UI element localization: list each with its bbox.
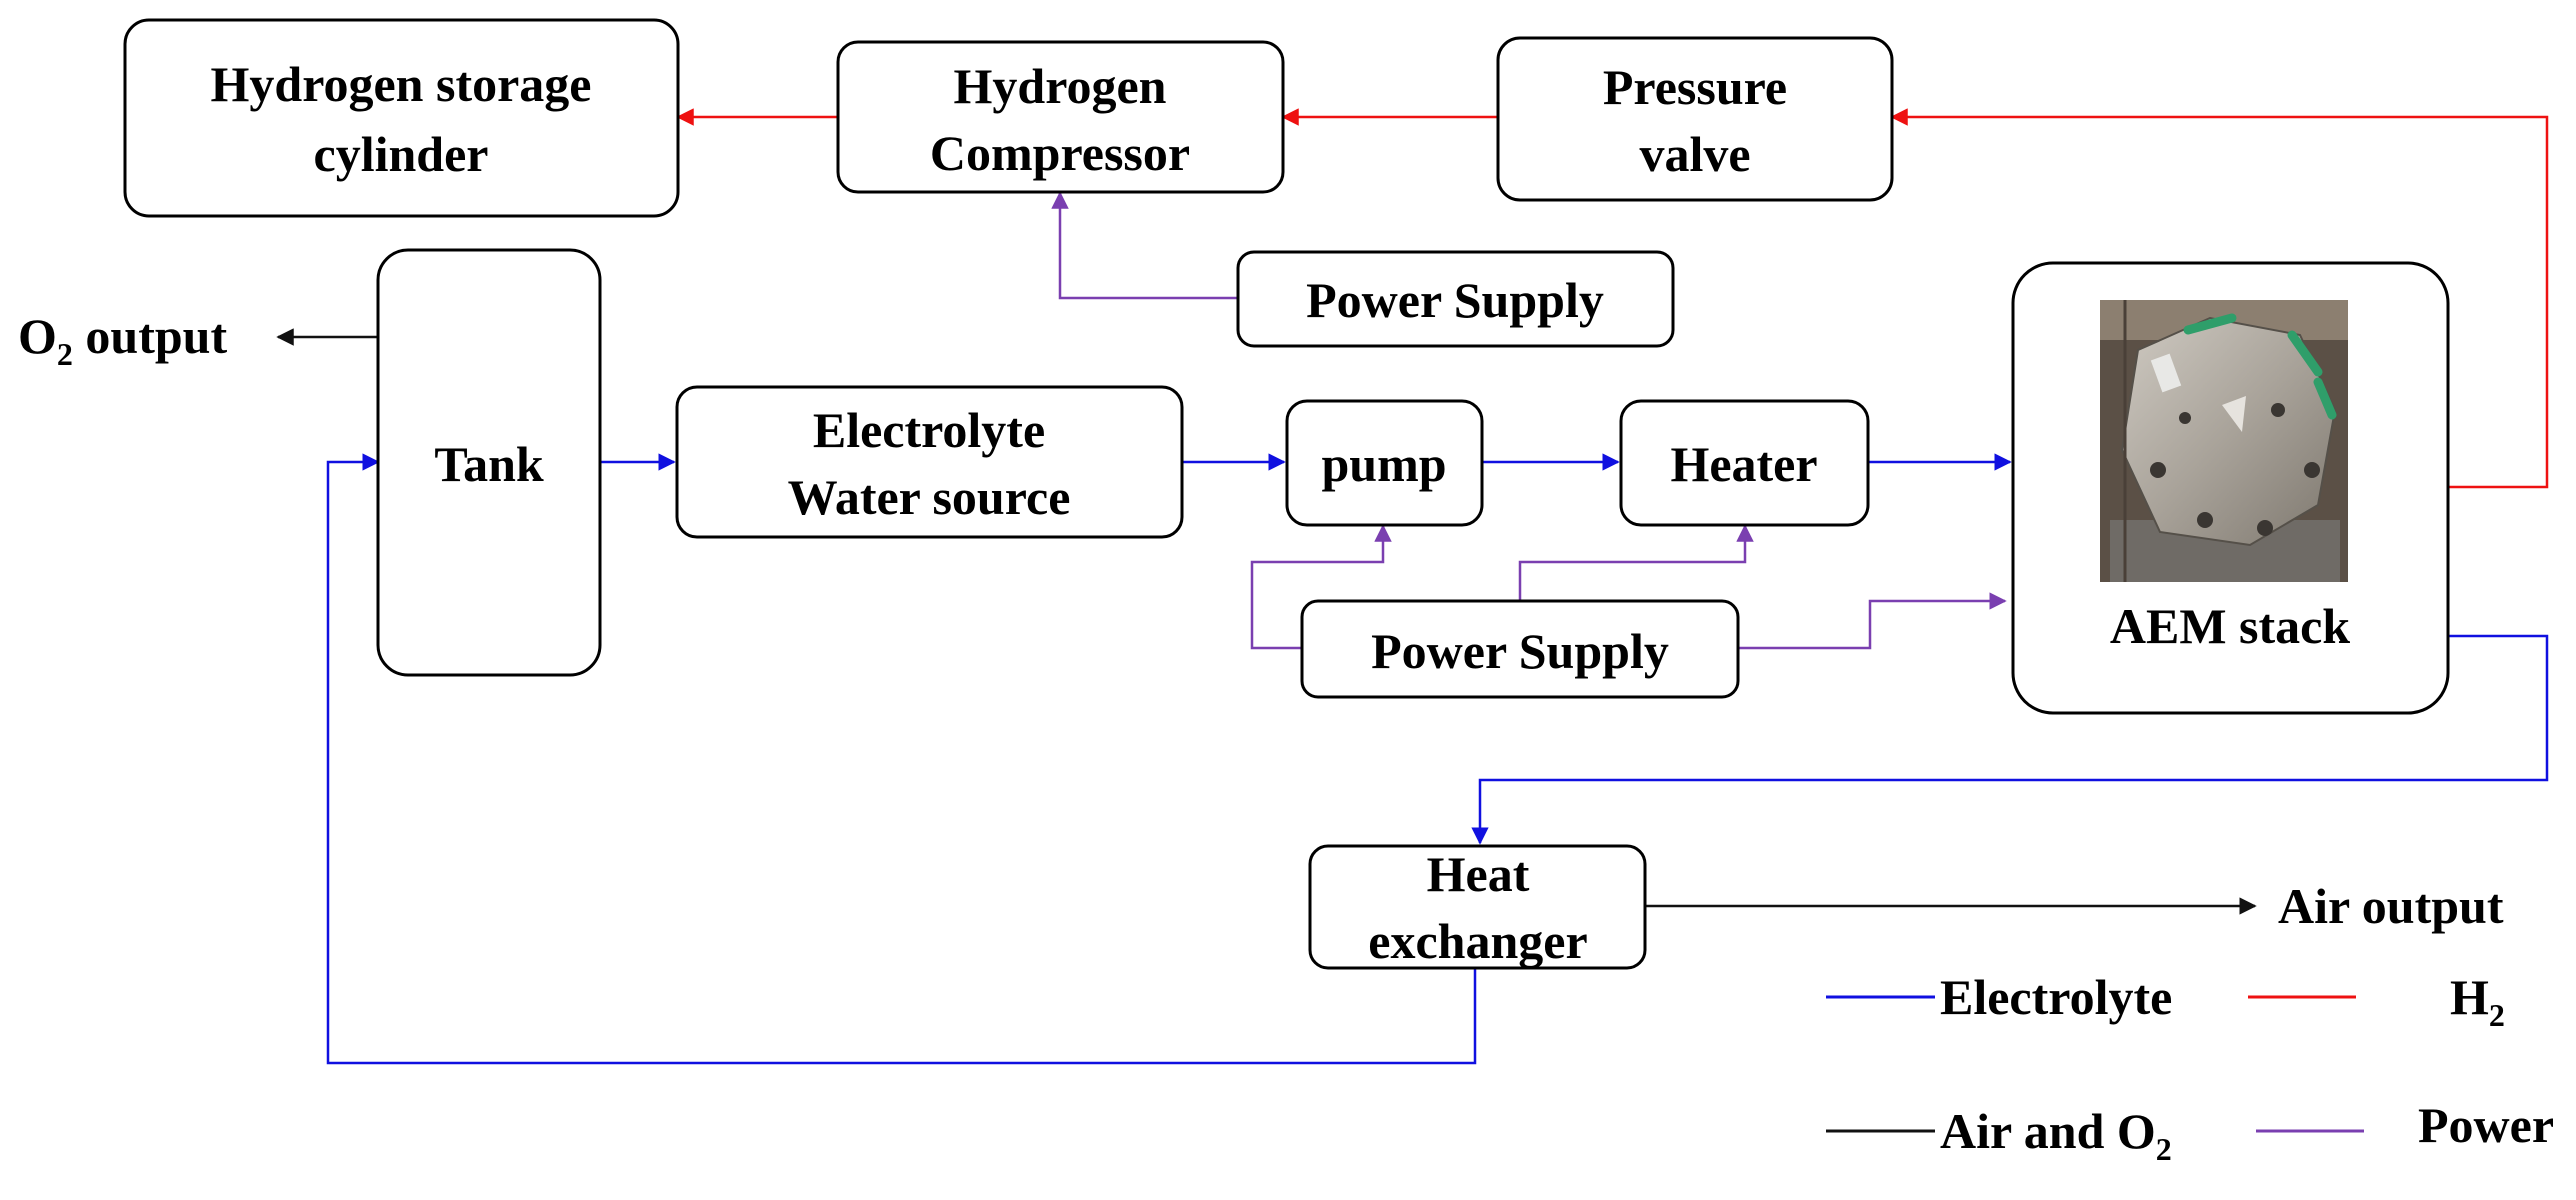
power-supply-mid-box: Power Supply (1300, 599, 1740, 699)
electrolyte-source-label-line1: Electrolyte (813, 402, 1045, 458)
legend-h2-label: H2 (2450, 969, 2505, 1033)
electrolyte-line-stack-to-exchanger (1471, 634, 2549, 845)
hydrogen-compressor-box: Hydrogen Compressor (836, 40, 1285, 194)
power-supply-mid-label: Power Supply (1371, 623, 1669, 679)
power-line-to-compressor (1051, 191, 1238, 300)
aem-stack-box: AEM stack (2011, 261, 2450, 715)
aem-stack-photo (2100, 300, 2348, 582)
pump-box: pump (1285, 399, 1484, 527)
h2-line-stack-to-valve (1890, 108, 2549, 489)
legend-air-o2-label: Air and O2 (1940, 1103, 2172, 1167)
power-line-to-pump (1250, 524, 1392, 650)
legend-electrolyte-label: Electrolyte (1940, 969, 2172, 1025)
heat-exchanger-label-line2: exchanger (1368, 913, 1587, 969)
power-supply-top-box: Power Supply (1236, 250, 1675, 348)
pressure-valve-box: Pressure valve (1496, 36, 1894, 202)
heat-exchanger-label-line1: Heat (1427, 846, 1530, 902)
heat-exchanger-box: Heat exchanger (1308, 844, 1647, 970)
aem-stack-label: AEM stack (2110, 598, 2350, 654)
hydrogen-lines (676, 108, 2549, 489)
hydrogen-compressor-label-line2: Compressor (930, 125, 1190, 181)
power-supply-top-label: Power Supply (1306, 272, 1604, 328)
pressure-valve-label-line1: Pressure (1603, 59, 1787, 115)
electrolyte-lines (326, 453, 2549, 1065)
legend-power-label: Power (2418, 1097, 2554, 1153)
pump-label: pump (1321, 436, 1446, 492)
electrolyte-water-source-box: Electrolyte Water source (675, 385, 1184, 539)
air-output-label: Air output (2278, 878, 2504, 934)
hydrogen-storage-label-line2: cylinder (314, 126, 489, 182)
power-line-to-heater (1518, 524, 1754, 600)
heater-label: Heater (1670, 436, 1817, 492)
air-o2-lines (276, 328, 2257, 915)
o2-output-label: O2 output (18, 308, 227, 372)
hydrogen-storage-label-line1: Hydrogen storage (211, 56, 592, 112)
tank-box: Tank (376, 248, 602, 677)
pressure-valve-label-line2: valve (1639, 126, 1750, 182)
legend: Electrolyte H2 Air and O2 Power (1826, 969, 2554, 1167)
heater-box: Heater (1619, 399, 1870, 527)
electrolyte-source-label-line2: Water source (788, 469, 1071, 525)
hydrogen-compressor-label-line1: Hydrogen (954, 58, 1167, 114)
power-lines (1051, 191, 2007, 650)
electrolyte-line-exchanger-to-tank (326, 453, 1477, 1065)
hydrogen-storage-box: Hydrogen storage cylinder (123, 18, 680, 218)
power-line-to-stack (1738, 592, 2007, 650)
tank-label: Tank (434, 436, 544, 492)
